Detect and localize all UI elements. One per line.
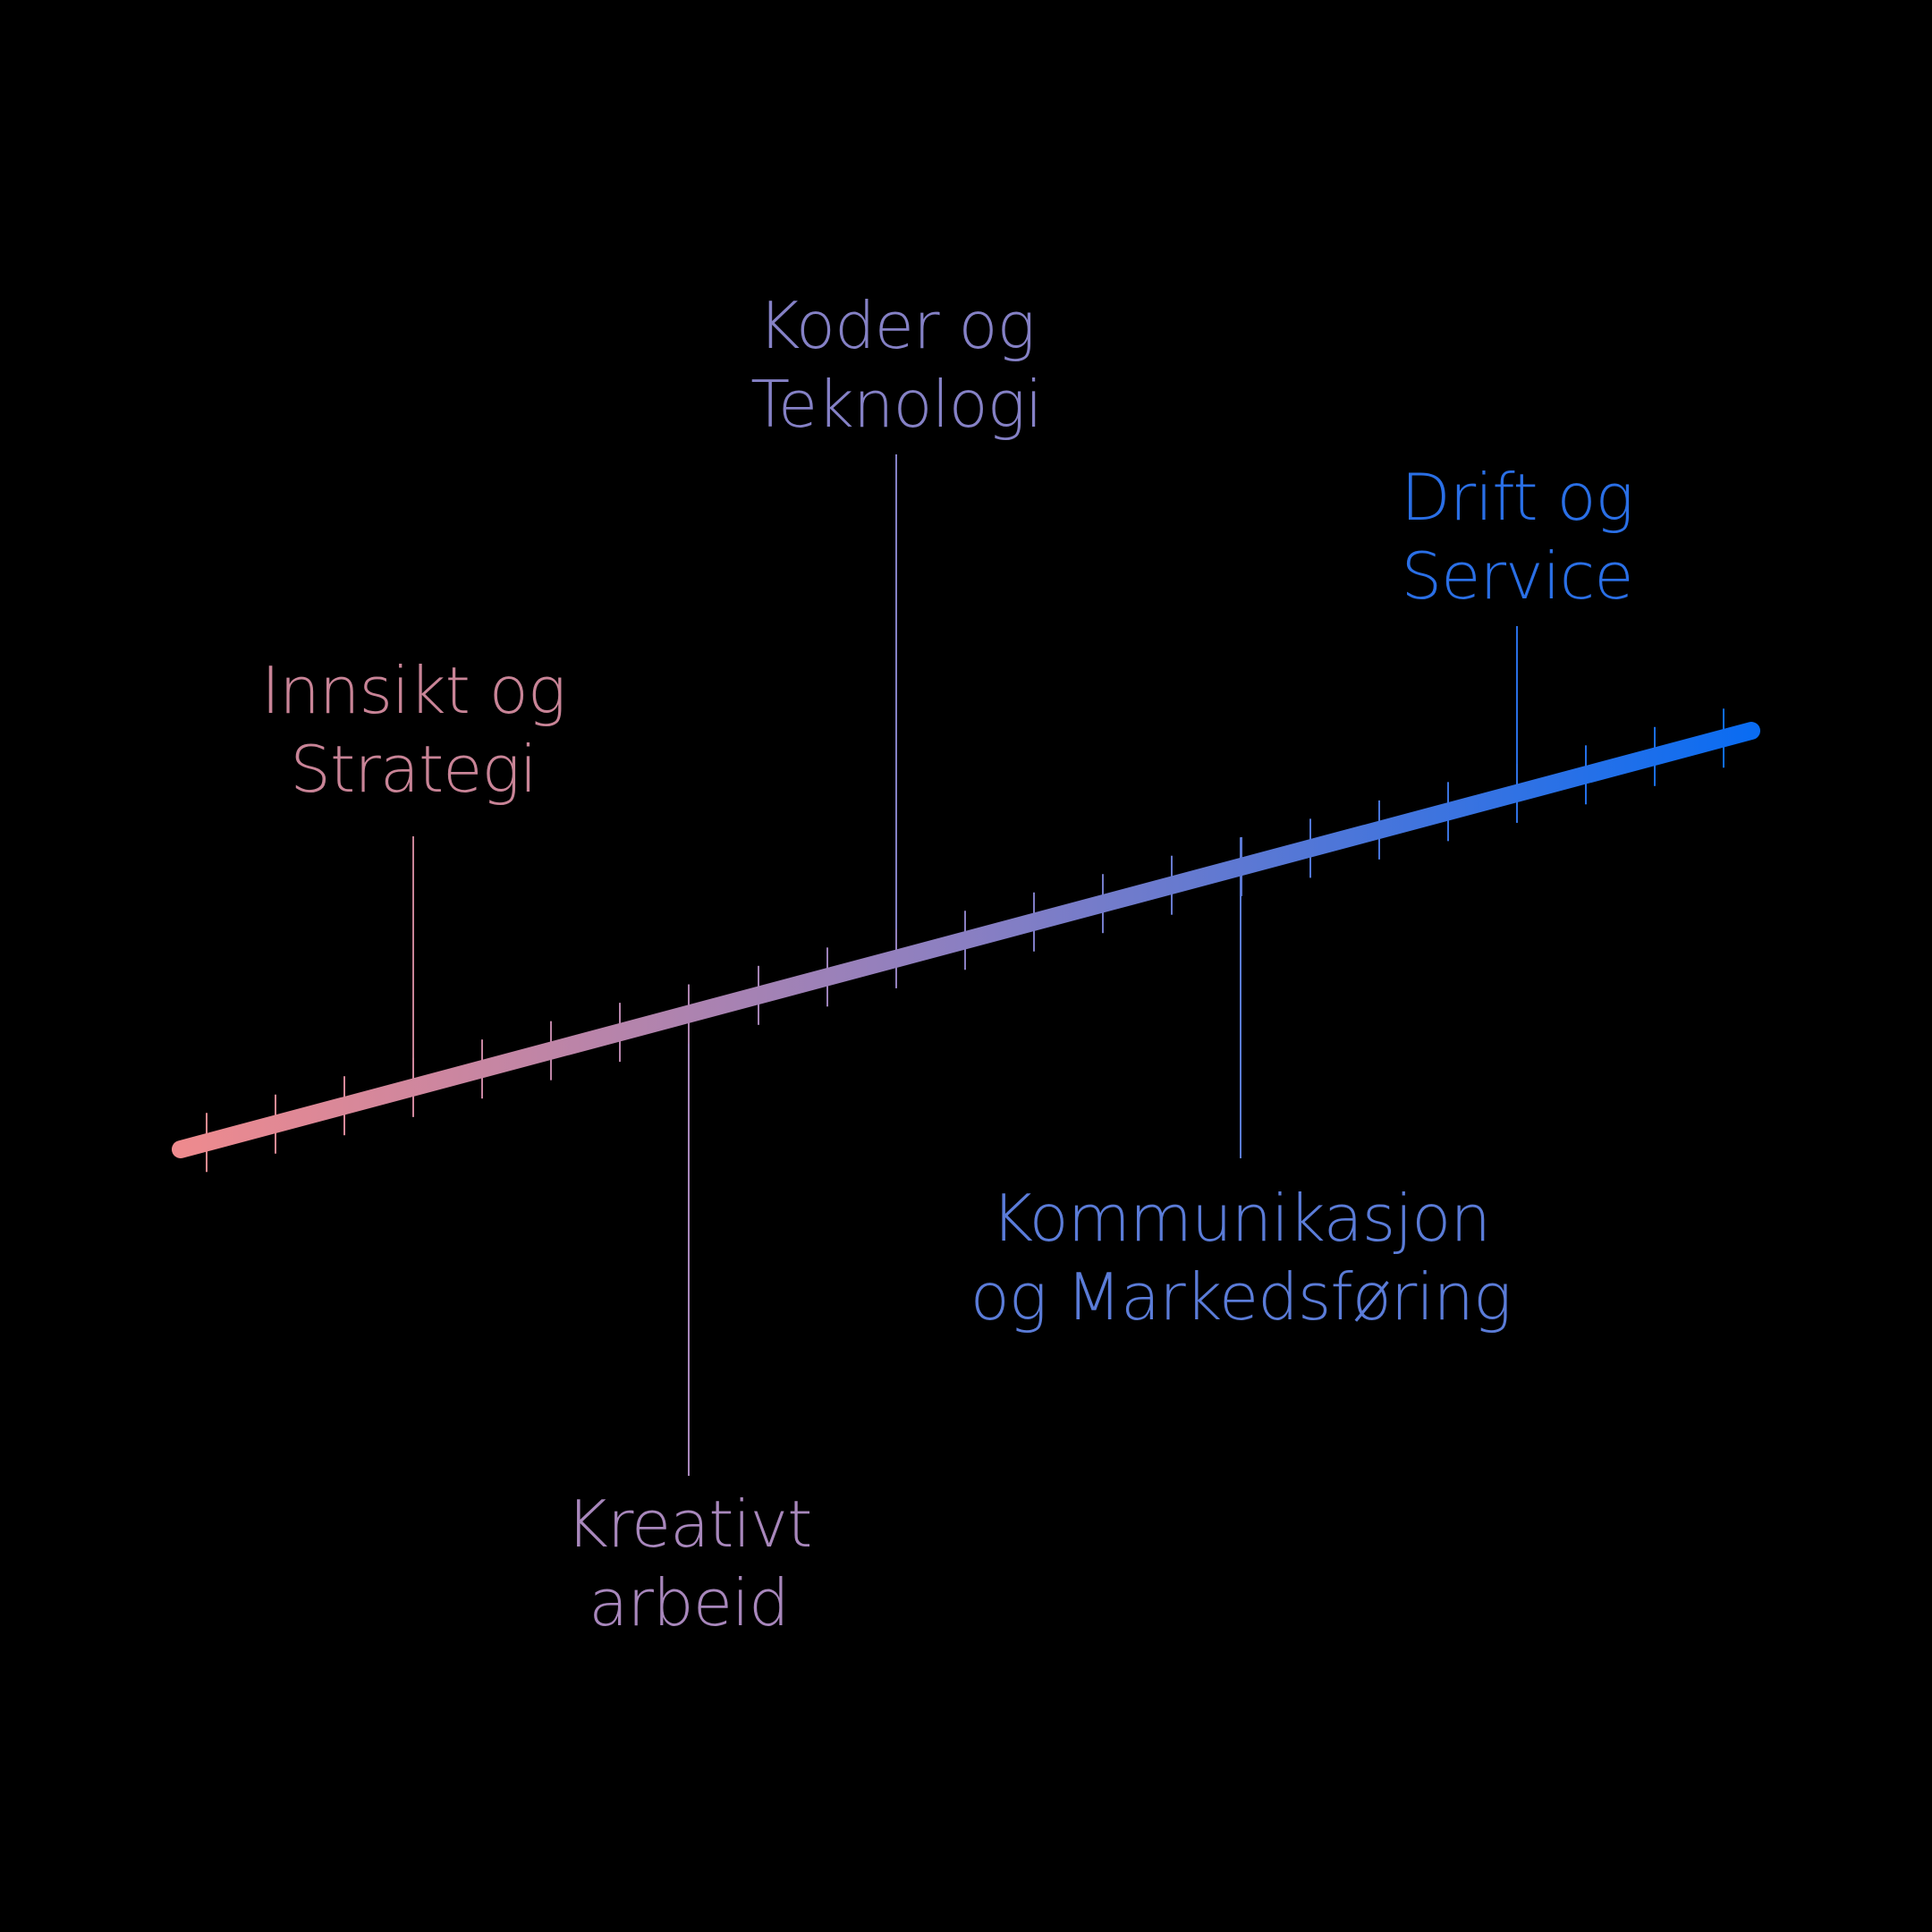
label-innsikt-og-strategi: Innsikt og Strategi [260, 651, 566, 809]
label-line-2: Strategi [290, 732, 537, 807]
label-line-2: Service [1401, 538, 1633, 614]
label-line-1: Kommunikasjon [991, 1181, 1491, 1256]
label-kreativt-arbeid: Kreativt arbeid [565, 1485, 813, 1642]
label-line-2: arbeid [589, 1565, 789, 1640]
label-line-2: og Markedsføring [970, 1259, 1512, 1335]
label-line-1: Kreativt [565, 1487, 813, 1562]
label-line-2: Teknologi [750, 367, 1043, 442]
label-line-1: Innsikt og [260, 653, 566, 728]
label-kommunikasjon-og-markedsforing: Kommunikasjon og Markedsføring [970, 1179, 1512, 1336]
label-line-1: Koder og [758, 288, 1035, 363]
label-line-1: Drift og [1401, 460, 1634, 535]
label-koder-og-teknologi: Koder og Teknologi [750, 286, 1043, 444]
timeline-axis [172, 722, 1760, 1158]
label-drift-og-service: Drift og Service [1401, 458, 1634, 615]
